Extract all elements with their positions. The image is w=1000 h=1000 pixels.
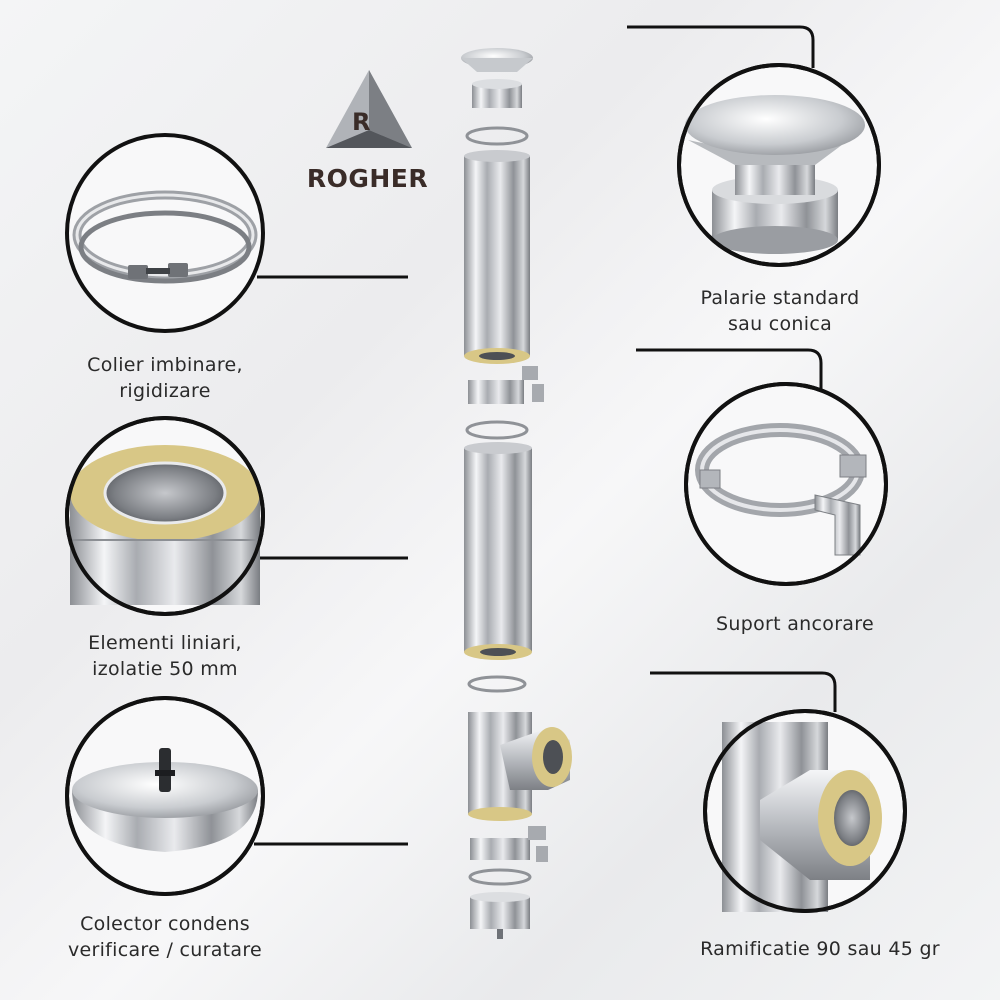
label-palarie-line1: Palarie standard xyxy=(700,287,860,309)
label-colier-line1: Colier imbinare, xyxy=(87,354,243,376)
chimney-assembly xyxy=(461,48,572,939)
brand-logo-letter: R xyxy=(352,108,371,136)
label-elementi-line1: Elementi liniari, xyxy=(88,632,242,654)
circle-colier xyxy=(65,133,265,333)
label-suport-line1: Suport ancorare xyxy=(716,613,874,635)
label-elementi-line2: izolatie 50 mm xyxy=(92,658,238,680)
circle-colector xyxy=(65,696,265,896)
label-colector-line2: verificare / curatare xyxy=(67,939,263,961)
line-suport xyxy=(636,348,823,390)
circle-palarie xyxy=(677,63,881,267)
circle-suport xyxy=(684,382,888,586)
line-ramificatie xyxy=(650,671,837,712)
line-palarie xyxy=(627,25,815,68)
brand-logo-mark xyxy=(326,70,412,148)
circle-elementi xyxy=(65,416,265,616)
connector-lines xyxy=(254,25,837,846)
label-ramificatie: Ramificatie 90 sau 45 gr xyxy=(665,936,975,962)
label-colector: Colector condens verificare / curatare xyxy=(30,911,300,963)
label-suport: Suport ancorare xyxy=(670,611,920,637)
circle-ramificatie xyxy=(703,709,907,913)
label-elementi: Elementi liniari, izolatie 50 mm xyxy=(40,630,290,682)
label-palarie: Palarie standard sau conica xyxy=(655,285,905,337)
label-colier-line2: rigidizare xyxy=(119,380,211,402)
label-colector-line1: Colector condens xyxy=(80,913,250,935)
label-ramificatie-line1: Ramificatie 90 sau 45 gr xyxy=(700,938,940,960)
label-palarie-line2: sau conica xyxy=(727,313,833,335)
label-colier: Colier imbinare, rigidizare xyxy=(40,352,290,404)
brand-name: ROGHER xyxy=(306,164,429,193)
